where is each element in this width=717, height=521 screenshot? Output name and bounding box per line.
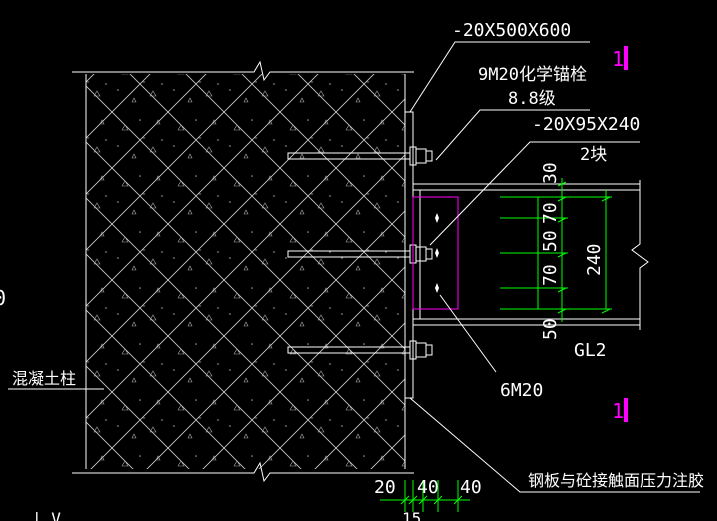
steel-beam [413, 180, 649, 330]
edge-fragment-left: 0 [0, 286, 6, 310]
plate-main-label: -20X500X600 [452, 20, 571, 41]
connection-plate [412, 196, 459, 310]
dim-40a: 40 [417, 477, 439, 498]
dim-20: 20 [374, 477, 396, 498]
bolt-group-label: 6M20 [500, 380, 543, 401]
dim-40b: 40 [460, 477, 482, 498]
section-mark-top: 1 [612, 47, 624, 71]
concrete-column [72, 60, 414, 483]
horizontal-dimensions [380, 480, 470, 512]
grout-note-label: 钢板与砼接触面压力注胶 [528, 471, 704, 490]
section-mark-bottom: 1 [612, 399, 624, 423]
edge-fragment-bottom: | V [32, 509, 61, 521]
dim-240: 240 [584, 243, 605, 276]
leader-lines [8, 41, 700, 493]
dim-70a: 70 [540, 202, 561, 224]
annotations: -20X500X600 9M20化学锚栓 8.8级 -20X95X240 2块 … [0, 20, 704, 521]
main-steel-plate [404, 111, 414, 399]
section-marks: 1 1 [612, 46, 628, 423]
dim-50b: 50 [540, 318, 561, 340]
dim-15: 15 [402, 509, 421, 521]
beam-name-label: GL2 [574, 340, 607, 361]
bolt-grade-label: 8.8级 [508, 89, 556, 109]
anchor-bolts [287, 146, 433, 360]
dim-70b: 70 [540, 264, 561, 286]
plate-small-label: -20X95X240 [532, 114, 640, 135]
anchor-bolt-label: 9M20化学锚栓 [478, 65, 587, 85]
dim-30: 30 [540, 162, 561, 184]
dimension-text: 30 70 50 70 50 240 20 40 40 15 [374, 162, 605, 521]
bolt-marks [435, 213, 439, 293]
plate-count-label: 2块 [580, 145, 607, 165]
dim-50a: 50 [540, 230, 561, 252]
column-name-label: 混凝土柱 [12, 369, 76, 388]
vertical-dimensions [500, 178, 612, 322]
